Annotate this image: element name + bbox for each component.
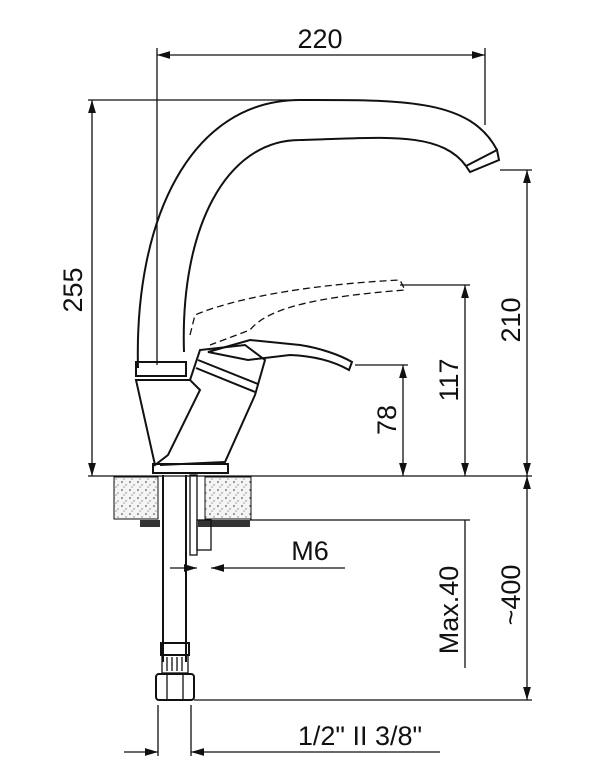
dim-hose-400: ~400 (496, 565, 526, 626)
reference-lines (88, 48, 532, 756)
dim-width-220: 220 (297, 24, 342, 54)
dim-thread-m6: M6 (291, 536, 329, 566)
dimension-lines (88, 51, 531, 756)
dim-height-78: 78 (372, 405, 402, 435)
dim-height-117: 117 (434, 358, 464, 401)
faucet-lever (189, 279, 407, 372)
faucet-body (134, 343, 267, 474)
dim-height-255: 255 (58, 267, 88, 312)
hose-and-bolt (155, 474, 212, 701)
countertop (113, 476, 252, 527)
dim-height-210: 210 (496, 297, 526, 342)
faucet-spout (135, 98, 501, 377)
dim-max-40: Max.40 (434, 566, 464, 655)
dim-connection: 1/2" II 3/8" (298, 721, 422, 751)
